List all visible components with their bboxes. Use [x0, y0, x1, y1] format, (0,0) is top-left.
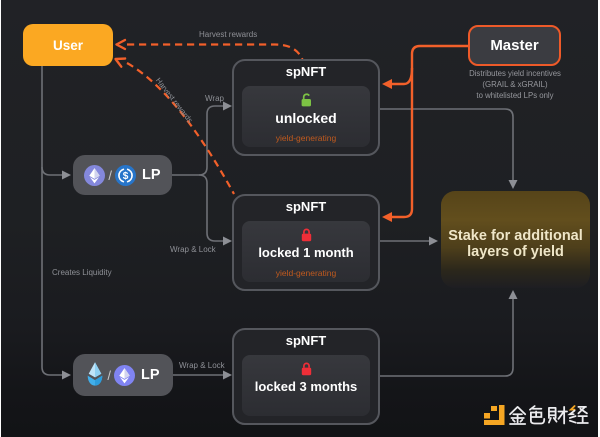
svg-text:$: $: [123, 171, 129, 182]
